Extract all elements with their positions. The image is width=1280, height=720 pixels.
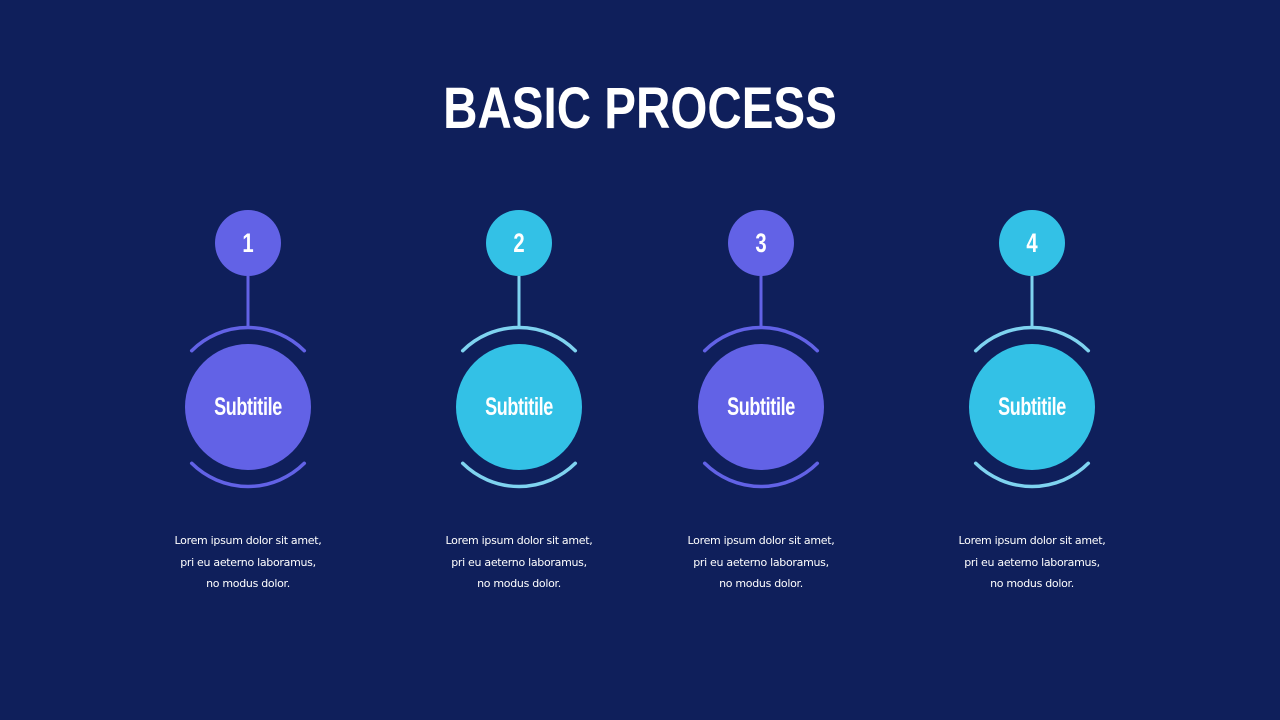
subtitle-circle — [969, 344, 1095, 470]
top-arc — [973, 325, 1091, 353]
step-subtitle: Subtitile — [998, 393, 1066, 421]
step-description: Lorem ipsum dolor sit amet, pri eu aeter… — [661, 530, 861, 595]
process-step-1: 1 Subtitile Lorem ipsum dolor sit amet, … — [148, 200, 348, 600]
description-line: pri eu aeterno laboramus, — [693, 555, 829, 569]
top-arc — [460, 325, 578, 353]
step-number: 4 — [1026, 228, 1038, 258]
bottom-arc — [973, 461, 1091, 489]
description-line: pri eu aeterno laboramus, — [964, 555, 1100, 569]
description-line: no modus dolor. — [990, 577, 1074, 590]
description-line: no modus dolor. — [206, 577, 290, 590]
subtitle-circle — [185, 344, 311, 470]
number-circle — [486, 210, 552, 276]
step-subtitle: Subtitile — [214, 393, 282, 421]
description-line: Lorem ipsum dolor sit amet, — [958, 534, 1106, 547]
bottom-arc — [189, 461, 307, 489]
description-line: pri eu aeterno laboramus, — [451, 555, 587, 569]
step-description: Lorem ipsum dolor sit amet, pri eu aeter… — [419, 530, 619, 595]
bottom-arc — [460, 461, 578, 489]
step-description: Lorem ipsum dolor sit amet, pri eu aeter… — [148, 530, 348, 595]
process-step-3: 3 Subtitile Lorem ipsum dolor sit amet, … — [661, 200, 861, 600]
step-graphic — [185, 210, 311, 489]
step-graphic — [698, 210, 824, 489]
step-graphic — [969, 210, 1095, 489]
step-number: 1 — [242, 228, 254, 258]
bottom-arc — [702, 461, 820, 489]
step-graphic — [456, 210, 582, 489]
description-line: Lorem ipsum dolor sit amet, — [687, 534, 835, 547]
process-step-2: 2 Subtitile Lorem ipsum dolor sit amet, … — [419, 200, 619, 600]
slide-title: BASIC PROCESS — [443, 76, 837, 141]
description-line: no modus dolor. — [477, 577, 561, 590]
number-circle — [728, 210, 794, 276]
description-line: no modus dolor. — [719, 577, 803, 590]
description-line: Lorem ipsum dolor sit amet, — [174, 534, 322, 547]
number-circle — [215, 210, 281, 276]
step-description: Lorem ipsum dolor sit amet, pri eu aeter… — [932, 530, 1132, 595]
step-number: 2 — [513, 228, 525, 258]
step-subtitle: Subtitile — [485, 393, 553, 421]
step-number: 3 — [755, 228, 767, 258]
top-arc — [702, 325, 820, 353]
number-circle — [999, 210, 1065, 276]
top-arc — [189, 325, 307, 353]
step-subtitle: Subtitile — [727, 393, 795, 421]
description-line: Lorem ipsum dolor sit amet, — [445, 534, 593, 547]
description-line: pri eu aeterno laboramus, — [180, 555, 316, 569]
subtitle-circle — [456, 344, 582, 470]
subtitle-circle — [698, 344, 824, 470]
process-step-4: 4 Subtitile Lorem ipsum dolor sit amet, … — [932, 200, 1132, 600]
